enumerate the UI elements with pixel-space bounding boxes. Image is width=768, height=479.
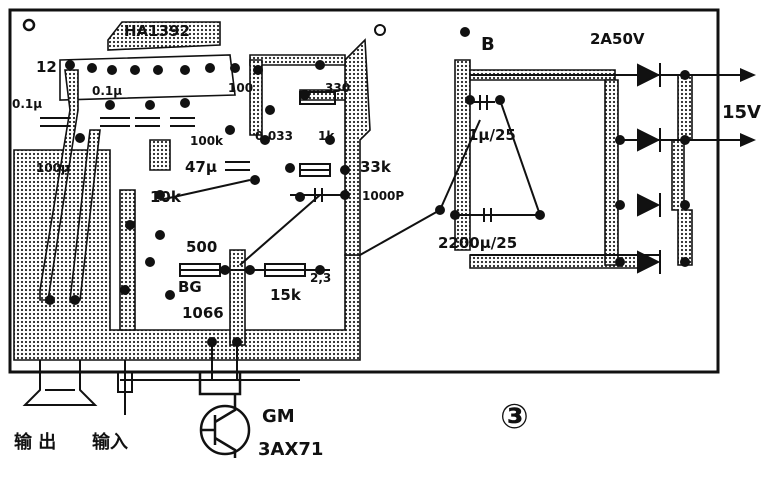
- copper-traces: [13, 21, 693, 361]
- label-r-500: 500: [186, 238, 217, 256]
- diode-2: [637, 128, 661, 152]
- transistor-name: GM: [262, 406, 295, 427]
- input-label: 输入: [92, 431, 128, 453]
- input-jack-icon: [117, 371, 133, 415]
- diode-4: [637, 250, 661, 274]
- arrow-top: [740, 68, 756, 82]
- pads: [45, 27, 690, 347]
- label-c-100: 100: [228, 81, 253, 95]
- transistor-symbol: [198, 370, 251, 458]
- label-c-1000p: 1000P: [362, 189, 404, 203]
- label-c-2200u: 2200μ/25: [438, 234, 517, 252]
- wires: [120, 74, 740, 415]
- label-c-1k: 1k: [318, 129, 335, 143]
- transistor-model: 3AX71: [258, 439, 323, 460]
- output-label: 输 出: [14, 431, 56, 453]
- mounting-hole-top-left: [22, 18, 36, 32]
- diode-1: [637, 63, 661, 87]
- label-c-47u: 47μ: [185, 158, 217, 176]
- bridge-label: B: [481, 34, 495, 55]
- capacitor-2200u: [483, 208, 492, 222]
- resistor-330: [299, 91, 336, 105]
- label-c-100u: 100μ: [36, 161, 70, 175]
- speaker-icon: [22, 360, 98, 406]
- label-bg: BG: [178, 278, 202, 296]
- capacitor-1u: [472, 95, 495, 110]
- supply-arrows: [740, 68, 756, 147]
- label-c-100k: 100k: [190, 134, 224, 148]
- resistor-15k: [264, 263, 306, 277]
- capacitor-47u: [225, 161, 250, 171]
- figure-number: ③: [500, 397, 529, 437]
- label-d-1066: 1066: [182, 304, 224, 322]
- label-c-2-3: 2,3: [310, 271, 331, 285]
- label-c-330: 330: [325, 81, 350, 95]
- resistor-33k: [299, 163, 331, 177]
- label-r-15k: 15k: [270, 286, 302, 304]
- label-c-0-1u-mid: 0.1μ: [92, 84, 122, 98]
- bridge-diodes: [637, 63, 661, 274]
- ic-label: HA1392: [124, 22, 190, 40]
- supply-label: 15V: [722, 102, 761, 123]
- label-c-0-1u-left: 0.1μ: [12, 97, 42, 111]
- component-bodies: [40, 91, 495, 277]
- diode-3: [637, 193, 661, 217]
- label-r-33k: 33k: [360, 158, 392, 176]
- label-c-0-033: 0.033: [255, 129, 293, 143]
- mounting-hole-top-mid: [374, 24, 386, 36]
- rectifier-label: 2A50V: [590, 30, 645, 48]
- capacitor-row: [40, 117, 195, 127]
- label-c-12: 12: [36, 58, 57, 76]
- label-r-10k: 10k: [150, 188, 182, 206]
- capacitor-1000p: [314, 188, 323, 202]
- label-c-1u-25: 1μ/25: [468, 126, 516, 144]
- arrow-mid: [740, 133, 756, 147]
